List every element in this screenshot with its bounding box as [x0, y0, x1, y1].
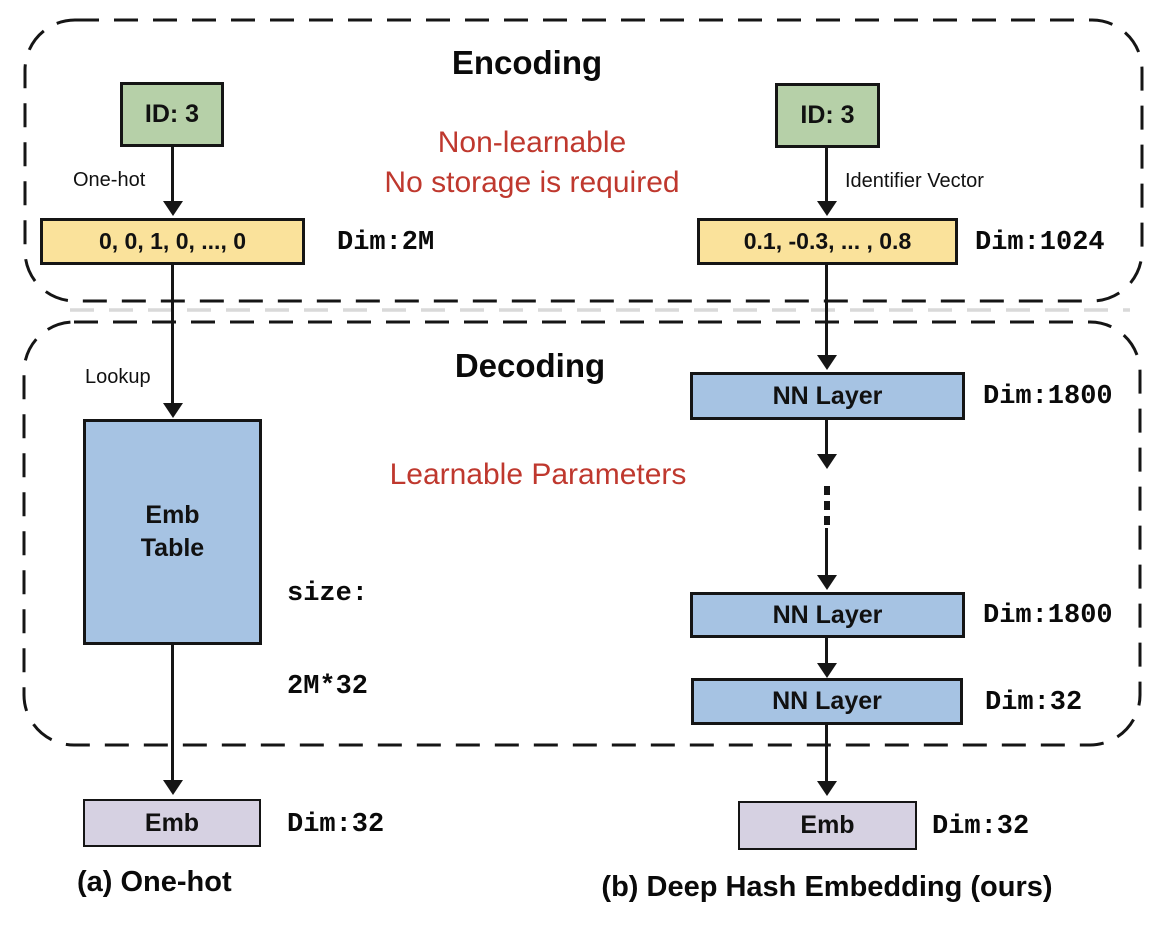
ellipsis-dot [824, 516, 830, 525]
dhe-id-box: ID: 3 [775, 83, 880, 148]
decoding-dashed-box [22, 320, 1142, 747]
onehot-vector-dim-label: Dim:2M [337, 228, 435, 258]
dhe-emb-dim-label: Dim:32 [932, 812, 1030, 842]
emb-table-size-label: size: 2M*32 [287, 517, 368, 765]
dhe-arrow-nn3-to-emb [825, 725, 828, 782]
onehot-id-box: ID: 3 [120, 82, 224, 147]
emb-table-size-line1: size: [287, 579, 369, 609]
emb-table-text: Emb Table [141, 499, 204, 565]
onehot-arrow-id-to-vector [171, 147, 174, 202]
nn-layer-2-box: NN Layer [690, 592, 965, 638]
lookup-arrow [171, 265, 174, 404]
onehot-edge-label: One-hot [73, 169, 146, 191]
encoding-note-line2: No storage is required [384, 166, 680, 199]
dhe-vector-dim-label: Dim:1024 [975, 228, 1105, 258]
emb-table-line2: Table [140, 534, 205, 562]
caption-onehot: (a) One-hot [77, 866, 232, 898]
encoding-note: Non-learnable No storage is required [384, 123, 679, 203]
ellipsis-dot [824, 486, 830, 495]
nn-layer-3-box: NN Layer [691, 678, 963, 725]
dhe-arrow-nn1-to-dots [825, 420, 828, 455]
nn-layer-2-dim-label: Dim:1800 [983, 601, 1113, 631]
dhe-vector-box: 0.1, -0.3, ... , 0.8 [697, 218, 958, 265]
emb-table-size-line2: 2M*32 [287, 672, 369, 702]
nn-layer-1-box: NN Layer [690, 372, 965, 420]
onehot-arrow-table-to-emb [171, 645, 174, 781]
lookup-edge-label: Lookup [85, 366, 151, 388]
dhe-arrow-dots-to-nn2 [825, 528, 828, 576]
nn-layer-1-dim-label: Dim:1800 [983, 382, 1113, 412]
identifier-vector-edge-label: Identifier Vector [845, 170, 984, 192]
emb-table-line1: Emb [145, 501, 200, 529]
decoding-section-title: Decoding [454, 347, 606, 384]
encoding-section-title: Encoding [451, 44, 603, 81]
encoding-dashed-box [23, 18, 1144, 303]
decoding-note: Learnable Parameters [389, 458, 687, 491]
dhe-arrow-nn2-to-nn3 [825, 638, 828, 664]
onehot-vector-box: 0, 0, 1, 0, ..., 0 [40, 218, 305, 265]
emb-table-box: Emb Table [83, 419, 262, 645]
ellipsis-dot [824, 501, 830, 510]
caption-dhe: (b) Deep Hash Embedding (ours) [601, 871, 1053, 903]
dhe-emb-box: Emb [738, 801, 917, 850]
dhe-arrow-vector-to-nn1 [825, 265, 828, 356]
onehot-emb-dim-label: Dim:32 [287, 810, 385, 840]
nn-layer-3-dim-label: Dim:32 [985, 688, 1083, 718]
encoding-note-line1: Non-learnable [437, 126, 627, 159]
dhe-arrow-id-to-vector [825, 148, 828, 202]
onehot-emb-box: Emb [83, 799, 261, 847]
